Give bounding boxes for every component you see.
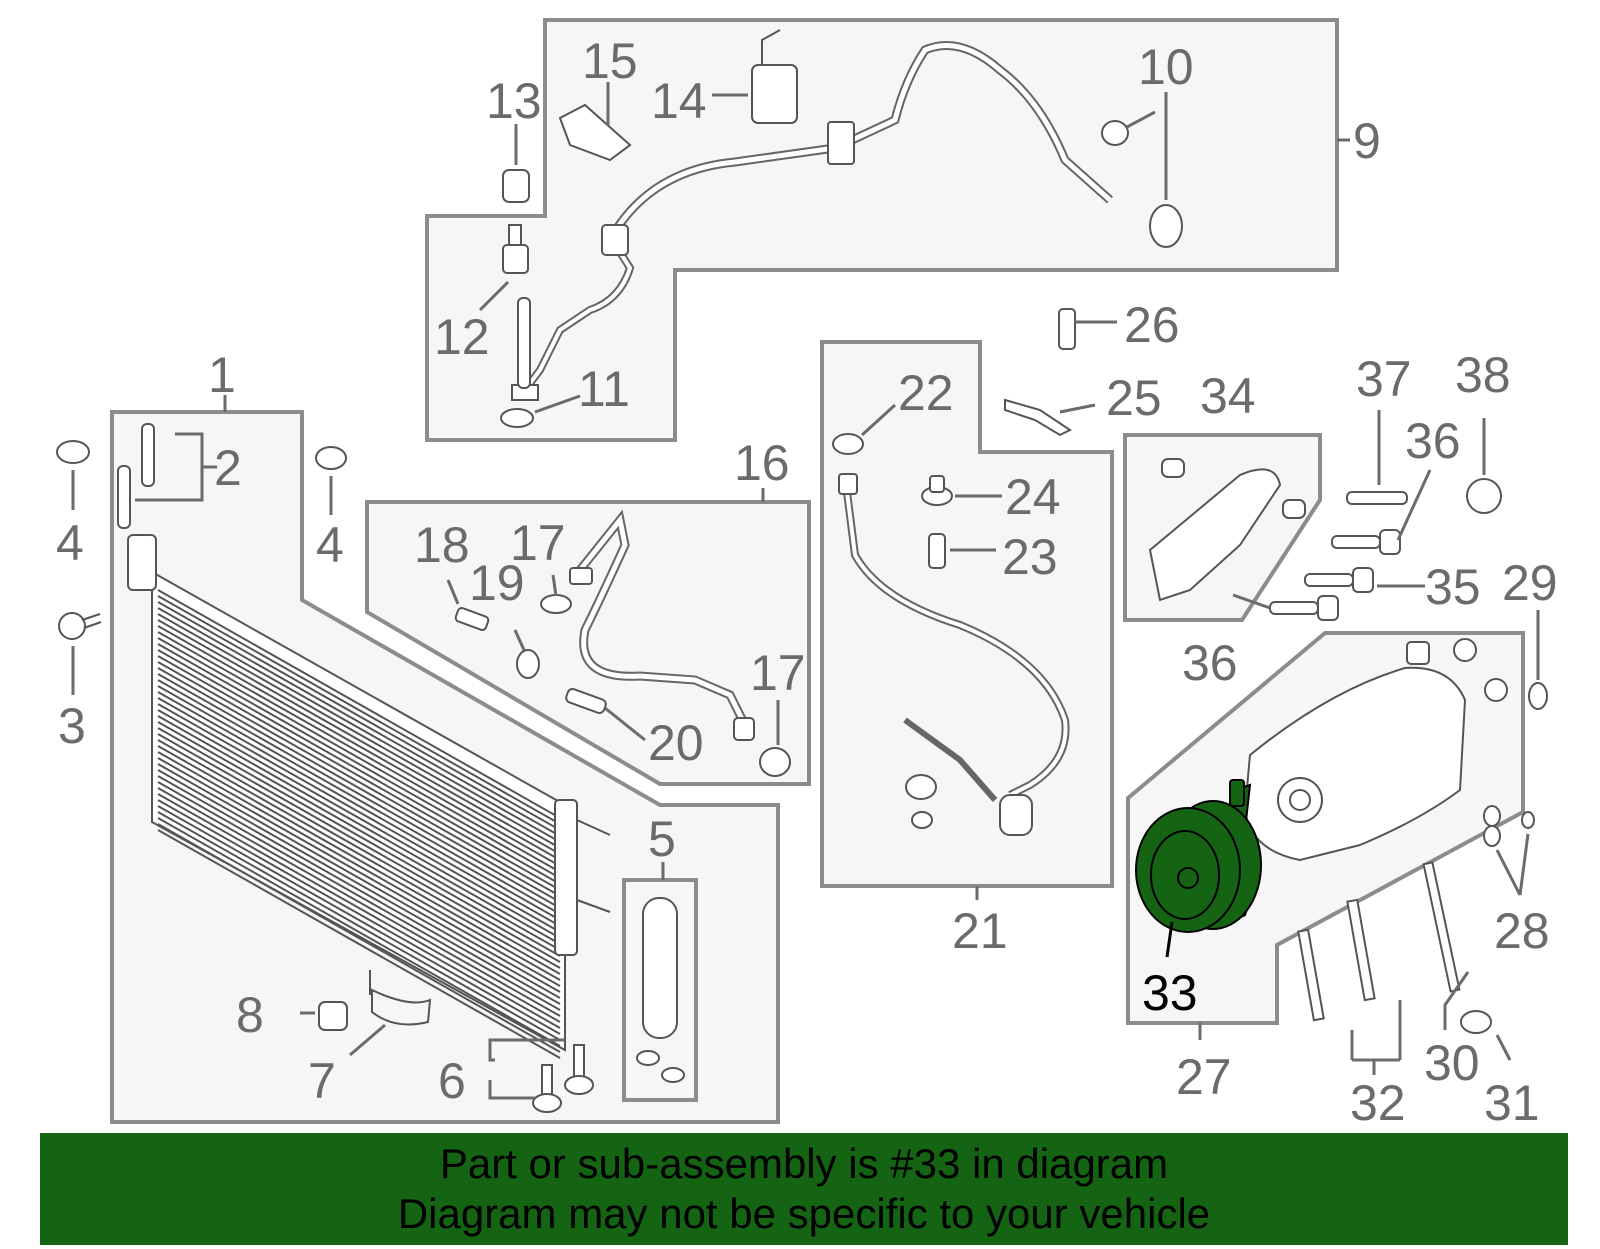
callout-28: 28: [1494, 903, 1550, 959]
bracket-7: [369, 970, 432, 1026]
banner-line-1: Part or sub-assembly is #33 in diagram: [439, 1140, 1169, 1187]
callout-25: 25: [1106, 370, 1162, 426]
callout-1: 1: [208, 347, 236, 403]
callout-7: 7: [308, 1053, 336, 1109]
callout-36-b: 36: [1182, 635, 1238, 691]
oring-29: [1528, 682, 1548, 710]
callout-19: 19: [469, 555, 525, 611]
stud-30: [1422, 861, 1461, 993]
callout-18: 18: [414, 517, 470, 573]
pipe-2: [117, 423, 155, 529]
bolt-36-a: [1331, 529, 1401, 555]
callout-26: 26: [1124, 297, 1180, 353]
info-banner: Part or sub-assembly is #33 in diagram D…: [40, 1133, 1568, 1245]
bracket-25: [1004, 398, 1072, 437]
o-ring-4-right: [315, 446, 347, 470]
callout-31: 31: [1484, 1075, 1540, 1131]
cap-13: [502, 169, 530, 203]
nut-8: [318, 1001, 348, 1031]
oring-19: [516, 649, 540, 679]
callout-6: 6: [438, 1053, 466, 1109]
condenser: [127, 534, 611, 1059]
line-21: [838, 473, 1070, 836]
oring-17-b: [759, 747, 791, 777]
orings-28: [1483, 805, 1535, 847]
callout-37: 37: [1356, 351, 1412, 407]
bracket-14: [751, 29, 798, 124]
callout-9: 9: [1353, 113, 1381, 169]
oring-10-large: [1149, 204, 1183, 248]
bolt-36-b: [1269, 595, 1339, 621]
valve-12: [502, 224, 529, 274]
callout-36-a: 36: [1405, 413, 1461, 469]
leader-lines: [71, 82, 1540, 1100]
callout-14: 14: [651, 73, 707, 129]
bolts-6: [532, 1044, 594, 1113]
group-box-21: [820, 340, 1114, 888]
o-ring-4-left: [56, 440, 90, 464]
callout-17-a: 17: [510, 515, 566, 571]
callout-5: 5: [648, 811, 676, 867]
callout-16: 16: [734, 435, 790, 491]
nut-38: [1466, 478, 1502, 514]
callout-33: 33: [1142, 965, 1198, 1021]
callout-22: 22: [898, 365, 954, 421]
callout-15: 15: [582, 33, 638, 89]
studs-32: [1297, 898, 1376, 1022]
bolt-35: [1304, 567, 1374, 593]
line-16: [569, 509, 755, 741]
callout-32: 32: [1350, 1075, 1406, 1131]
callout-27: 27: [1176, 1049, 1232, 1105]
oring-17-a: [540, 594, 572, 614]
compressor-27: [1243, 638, 1508, 862]
sensor-18: [454, 607, 490, 631]
valve-24: [921, 475, 953, 506]
callout-38: 38: [1455, 347, 1511, 403]
callout-2: 2: [214, 440, 242, 496]
switch-23: [928, 533, 946, 569]
valve-20: [565, 687, 607, 715]
callout-10: 10: [1138, 39, 1194, 95]
nut-31: [1460, 1010, 1492, 1034]
callout-4-right: 4: [316, 517, 344, 573]
bolt-37: [1346, 491, 1408, 505]
gasket-34: [1148, 458, 1306, 602]
callout-13: 13: [486, 73, 542, 129]
oring-22: [832, 433, 864, 455]
drier-5: [636, 897, 685, 1083]
lines-9: [511, 41, 1113, 401]
oring-10-small: [1101, 120, 1129, 146]
callout-23: 23: [1002, 529, 1058, 585]
callout-21: 21: [952, 903, 1008, 959]
callout-12: 12: [434, 309, 490, 365]
callout-35: 35: [1425, 559, 1481, 615]
callout-30: 30: [1424, 1035, 1480, 1091]
callout-3: 3: [58, 698, 86, 754]
plate-15: [558, 103, 632, 162]
sensor-26: [1058, 308, 1076, 350]
clutch-33: [1135, 779, 1262, 933]
callouts: 1 2 4 4 3 5 6 7 8 9 10 11 12 13 14 15 16…: [56, 33, 1558, 1131]
banner-line-2: Diagram may not be specific to your vehi…: [397, 1190, 1211, 1237]
callout-24: 24: [1005, 469, 1061, 525]
bolt-3: [58, 612, 102, 640]
callout-29: 29: [1502, 555, 1558, 611]
oring-11: [500, 408, 534, 428]
callout-34: 34: [1200, 368, 1256, 424]
callout-8: 8: [236, 987, 264, 1043]
callout-4-left: 4: [56, 515, 84, 571]
callout-11: 11: [578, 361, 630, 417]
callout-20: 20: [648, 715, 704, 771]
callout-17-b: 17: [750, 645, 806, 701]
